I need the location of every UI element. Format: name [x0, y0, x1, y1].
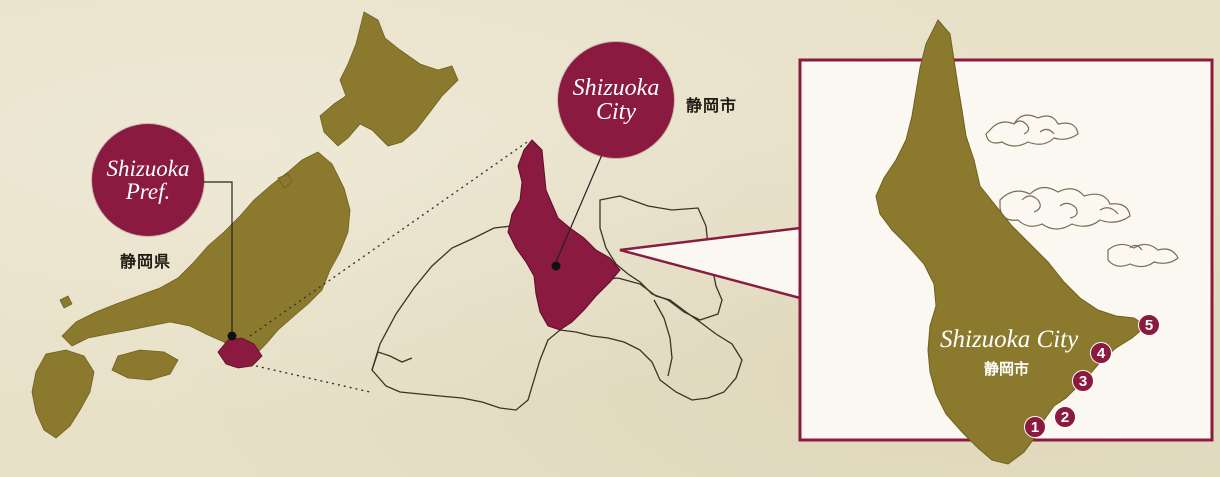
connector-bottom	[255, 365, 371, 393]
city-label-line2: City	[596, 99, 636, 125]
city-highlight	[507, 139, 621, 331]
inset-subtitle: 静岡市	[984, 360, 1030, 378]
marker-1[interactable]: 1	[1024, 416, 1046, 438]
pref-location-dot	[227, 331, 237, 341]
cloud-decoration	[985, 114, 1179, 268]
marker-3[interactable]: 3	[1072, 370, 1094, 392]
oki-island	[59, 295, 73, 309]
marker-2[interactable]: 2	[1054, 406, 1076, 428]
sado-island	[277, 173, 293, 189]
kyushu	[31, 349, 95, 439]
hokkaido	[319, 11, 459, 147]
city-location-dot	[551, 261, 561, 271]
pref-label-line2: Pref.	[125, 179, 171, 204]
city-label-ja: 静岡市	[686, 96, 738, 115]
marker-5[interactable]: 5	[1138, 314, 1160, 336]
marker-4[interactable]: 4	[1090, 342, 1112, 364]
pref-label-line1: Shizuoka	[106, 156, 190, 181]
japan-map	[31, 11, 459, 439]
shikoku	[111, 349, 179, 381]
city-leader-line	[555, 149, 605, 263]
pref-leader-line	[200, 181, 233, 334]
pref-circle-label: Shizuoka Pref.	[92, 124, 204, 236]
pref-label-ja: 静岡県	[120, 252, 172, 271]
zoom-wedge	[619, 226, 802, 300]
city-circle-label: Shizuoka City	[558, 42, 674, 158]
inset-title: Shizuoka City	[940, 326, 1079, 353]
city-label-line1: Shizuoka	[572, 75, 660, 101]
honshu	[61, 151, 351, 359]
